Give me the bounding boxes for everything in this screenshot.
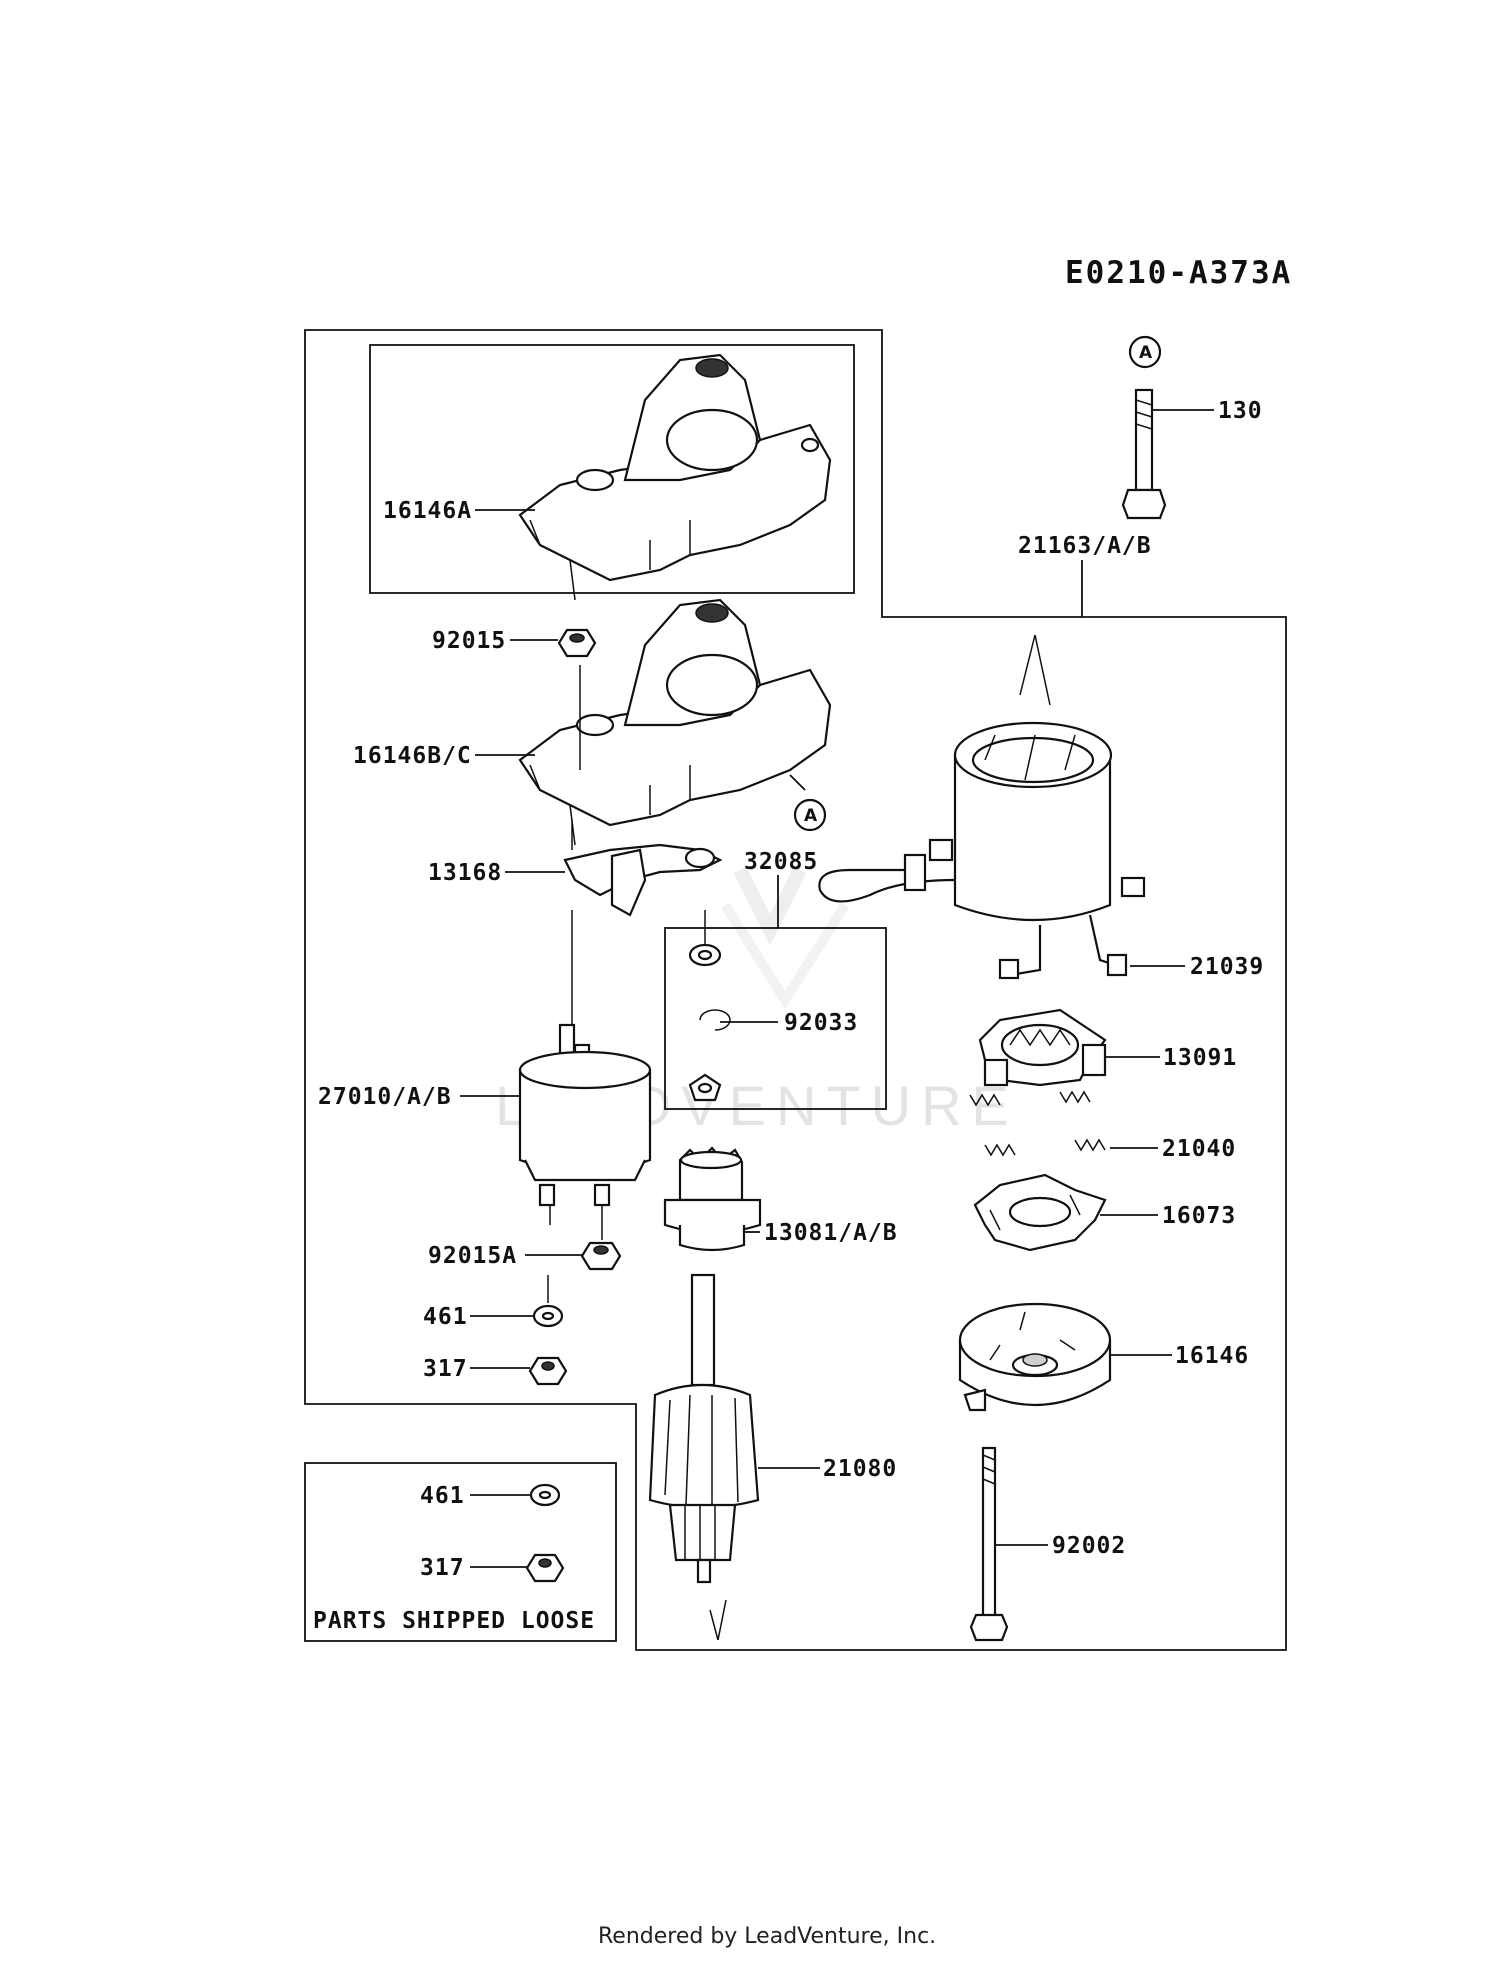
pinion-13081-icon <box>663 1146 762 1252</box>
label-13081: 13081/A/B <box>764 1220 898 1246</box>
callout-a-housing: A <box>793 798 827 832</box>
label-21040: 21040 <box>1162 1136 1236 1162</box>
housing-box-16146A <box>369 344 855 594</box>
armature-21080-icon <box>648 1273 760 1641</box>
label-21039: 21039 <box>1190 954 1264 980</box>
solenoid-27010-icon <box>518 910 652 1207</box>
washer-461-icon <box>532 1304 564 1328</box>
washer-461-loose-icon <box>529 1483 561 1507</box>
washer-kit-32085-icon <box>688 943 722 967</box>
assembly-boundary <box>304 329 1287 1651</box>
clip-92033-icon <box>699 1009 731 1031</box>
label-461: 461 <box>423 1304 468 1330</box>
plate-16073-icon <box>973 1173 1107 1252</box>
label-16146BC: 16146B/C <box>353 743 472 769</box>
label-13091: 13091 <box>1163 1045 1237 1071</box>
callout-a-bolt: A <box>1128 335 1162 369</box>
label-92015A: 92015A <box>428 1243 517 1269</box>
housing-16146BC-icon <box>518 598 832 846</box>
label-21163: 21163/A/B <box>1018 533 1152 559</box>
lever-13168-icon <box>563 843 723 917</box>
label-16146A: 16146A <box>383 498 472 524</box>
svg-text:A: A <box>804 806 818 826</box>
label-16073: 16073 <box>1162 1203 1236 1229</box>
brush-holder-13091-icon <box>978 1008 1107 1087</box>
spacer-kit-icon <box>688 1073 722 1102</box>
label-317-loose: 317 <box>420 1555 465 1581</box>
label-32085: 32085 <box>744 849 818 875</box>
footer-credit: Rendered by LeadVenture, Inc. <box>598 1924 936 1949</box>
label-13168: 13168 <box>428 860 502 886</box>
springs-21040-icon <box>969 1090 1106 1157</box>
label-92002: 92002 <box>1052 1533 1126 1559</box>
label-27010: 27010/A/B <box>318 1084 452 1110</box>
parts-shipped-loose-label: PARTS SHIPPED LOOSE <box>313 1608 595 1634</box>
label-21080: 21080 <box>823 1456 897 1482</box>
label-92015: 92015 <box>432 628 506 654</box>
watermark-logo-icon <box>720 866 850 1010</box>
nut-317-icon <box>528 1356 568 1386</box>
kit-box-32085 <box>664 927 887 1110</box>
label-317: 317 <box>423 1356 468 1382</box>
housing-16146A-icon <box>518 353 832 601</box>
parts-shipped-loose-box <box>304 1462 617 1642</box>
label-130: 130 <box>1218 398 1263 424</box>
bolt-130-icon <box>1121 388 1167 520</box>
diagram-code: E0210-A373A <box>1065 255 1292 291</box>
label-16146: 16146 <box>1175 1343 1249 1369</box>
nut-92015A-icon <box>580 1241 622 1271</box>
svg-text:A: A <box>1139 343 1153 363</box>
end-cover-16146-icon <box>958 1302 1112 1412</box>
label-461-loose: 461 <box>420 1483 465 1509</box>
nut-317-loose-icon <box>525 1553 565 1583</box>
yoke-21163-icon <box>818 634 1146 980</box>
label-92033: 92033 <box>784 1010 858 1036</box>
nut-92015-icon <box>557 628 597 658</box>
through-bolt-92002-icon <box>969 1446 1009 1642</box>
